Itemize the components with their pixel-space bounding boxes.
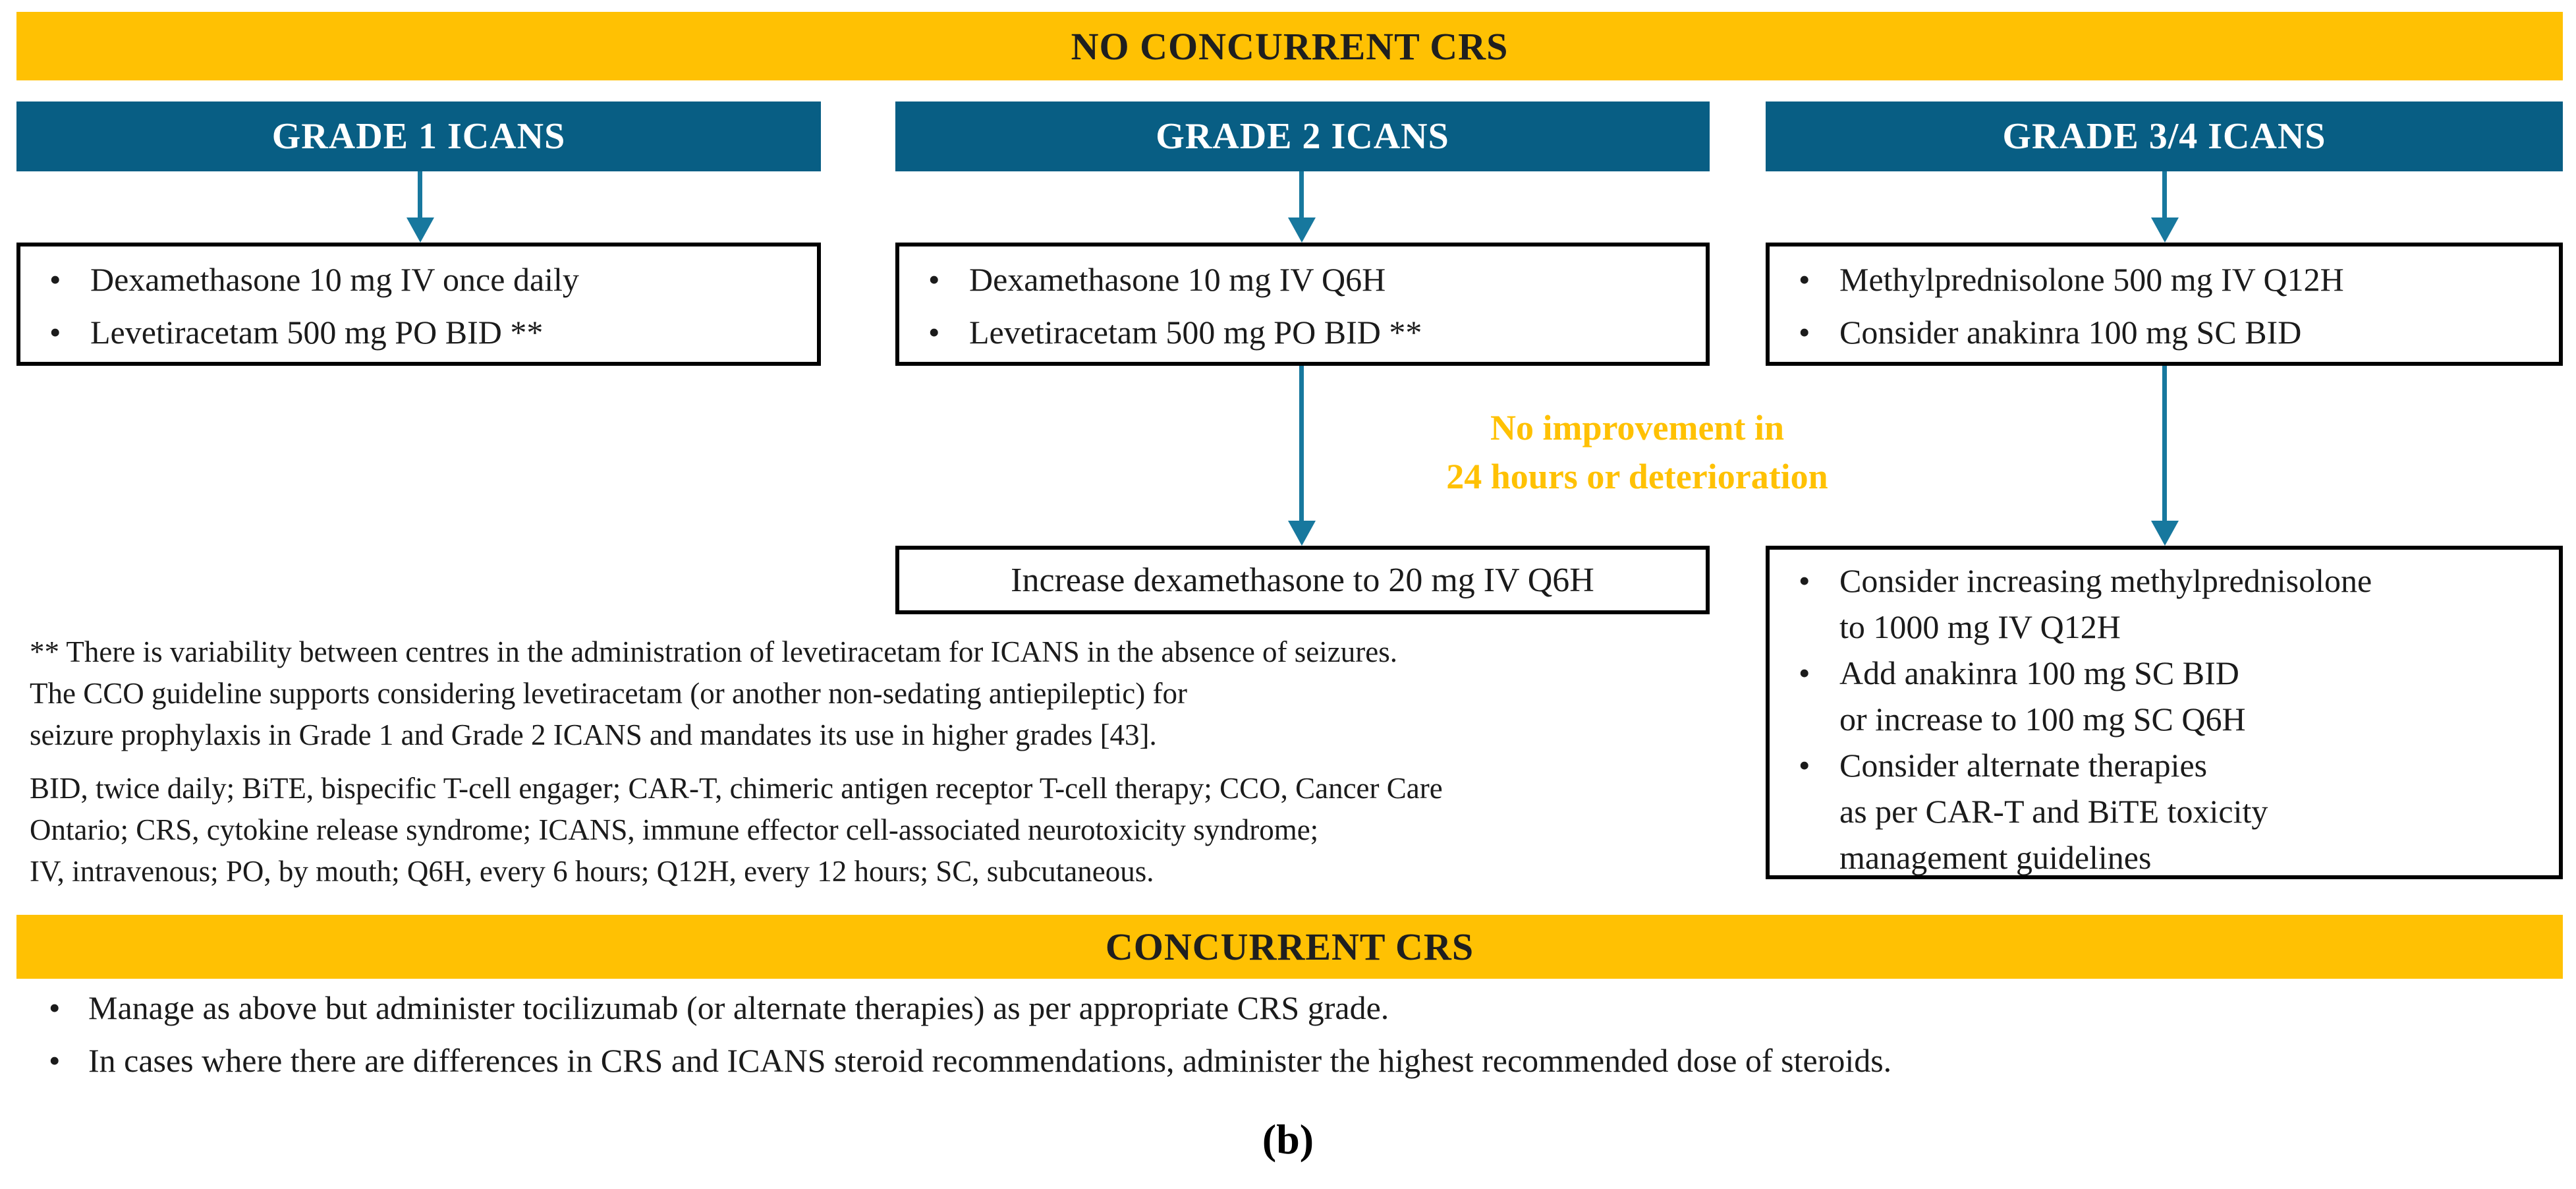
footnote-line: The CCO guideline supports considering l…: [30, 677, 1187, 710]
treatment-text: Methylprednisolone 500 mg IV Q12H: [1839, 261, 2344, 298]
list-item: • Dexamethasone 10 mg IV Q6H: [899, 253, 1706, 306]
header-grade-3-4-icans: GRADE 3/4 ICANS: [1766, 102, 2563, 171]
bullet-icon: •: [1799, 562, 1810, 599]
treatment-text: Levetiracetam 500 mg PO BID **: [90, 314, 544, 351]
header-grade-2-icans: GRADE 2 ICANS: [895, 102, 1710, 171]
concurrent-bullet-text: Manage as above but administer tocilizum…: [88, 989, 1389, 1026]
escalation-text-line: to 1000 mg IV Q12H: [1839, 608, 2121, 645]
escalation-text-line: Consider increasing methylprednisolone: [1839, 562, 2372, 599]
escalation-condition-note: No improvement in 24 hours or deteriorat…: [1304, 403, 1970, 501]
treatment-text: Levetiracetam 500 mg PO BID **: [969, 314, 1422, 351]
banner-no-concurrent-crs: NO CONCURRENT CRS: [16, 12, 2563, 80]
bullet-icon: •: [49, 261, 61, 298]
bullet-icon: •: [1799, 654, 1810, 691]
bullet-icon: •: [49, 314, 61, 351]
bullet-icon: •: [1799, 261, 1810, 298]
list-item: • Consider alternate therapies as per CA…: [1770, 742, 2559, 881]
treatment-text: Consider anakinra 100 mg SC BID: [1839, 314, 2302, 351]
escalation-text-line: Add anakinra 100 mg SC BID: [1839, 654, 2239, 691]
bullet-icon: •: [49, 1042, 61, 1079]
flow-arrow-shaft: [418, 171, 422, 219]
escalation-text-line: management guidelines: [1839, 839, 2152, 876]
note-line: No improvement in: [1490, 408, 1784, 448]
abbreviation-line: BID, twice daily; BiTE, bispecific T-cel…: [30, 772, 1443, 805]
list-item: • Levetiracetam 500 mg PO BID **: [20, 306, 817, 359]
list-item: • Methylprednisolone 500 mg IV Q12H: [1770, 253, 2559, 306]
arrow-down-icon: [406, 218, 434, 243]
grade34-escalation-box: • Consider increasing methylprednisolone…: [1766, 546, 2563, 879]
arrow-down-icon: [2151, 218, 2179, 243]
abbreviation-line: IV, intravenous; PO, by mouth; Q6H, ever…: [30, 855, 1154, 888]
concurrent-bullet-text: In cases where there are differences in …: [88, 1042, 1892, 1079]
escalation-text-line: as per CAR-T and BiTE toxicity: [1839, 793, 2268, 830]
grade2-escalation-box: Increase dexamethasone to 20 mg IV Q6H: [895, 546, 1710, 614]
flow-arrow-shaft: [2162, 171, 2167, 219]
footnote-line: seizure prophylaxis in Grade 1 and Grade…: [30, 718, 1157, 751]
note-line: 24 hours or deterioration: [1446, 457, 1828, 496]
list-item: • Dexamethasone 10 mg IV once daily: [20, 253, 817, 306]
figure-panel-label: (b): [1262, 1116, 1314, 1163]
header-grade-1-icans: GRADE 1 ICANS: [16, 102, 821, 171]
list-item: • In cases where there are differences i…: [40, 1040, 2543, 1081]
grade2-treatment-box: • Dexamethasone 10 mg IV Q6H • Levetirac…: [895, 243, 1710, 366]
flow-arrow-shaft: [1299, 366, 1304, 522]
escalation-text-line: Consider alternate therapies: [1839, 747, 2208, 784]
flow-arrow-shaft: [1299, 171, 1304, 219]
concurrent-crs-list: • Manage as above but administer tociliz…: [40, 987, 2543, 1081]
list-item: • Add anakinra 100 mg SC BID or increase…: [1770, 650, 2559, 742]
list-item: • Consider increasing methylprednisolone…: [1770, 558, 2559, 650]
abbreviation-line: Ontario; CRS, cytokine release syndrome;…: [30, 813, 1319, 846]
treatment-text: Dexamethasone 10 mg IV once daily: [90, 261, 579, 298]
grade1-treatment-box: • Dexamethasone 10 mg IV once daily • Le…: [16, 243, 821, 366]
grade34-treatment-box: • Methylprednisolone 500 mg IV Q12H • Co…: [1766, 243, 2563, 366]
escalation-text-line: or increase to 100 mg SC Q6H: [1839, 701, 2246, 738]
list-item: • Consider anakinra 100 mg SC BID: [1770, 306, 2559, 359]
banner-concurrent-crs: CONCURRENT CRS: [16, 915, 2563, 979]
list-item: • Levetiracetam 500 mg PO BID **: [899, 306, 1706, 359]
bullet-icon: •: [928, 314, 940, 351]
arrow-down-icon: [1288, 521, 1316, 546]
flow-arrow-shaft: [2162, 366, 2167, 522]
bullet-icon: •: [928, 261, 940, 298]
escalation-text: Increase dexamethasone to 20 mg IV Q6H: [1011, 561, 1594, 599]
arrow-down-icon: [2151, 521, 2179, 546]
arrow-down-icon: [1288, 218, 1316, 243]
bullet-icon: •: [1799, 747, 1810, 784]
footnote-line: ** There is variability between centres …: [30, 635, 1397, 668]
bullet-icon: •: [1799, 314, 1810, 351]
footnote: ** There is variability between centres …: [30, 631, 1736, 892]
bullet-icon: •: [49, 989, 61, 1026]
list-item: • Manage as above but administer tociliz…: [40, 987, 2543, 1028]
treatment-text: Dexamethasone 10 mg IV Q6H: [969, 261, 1386, 298]
